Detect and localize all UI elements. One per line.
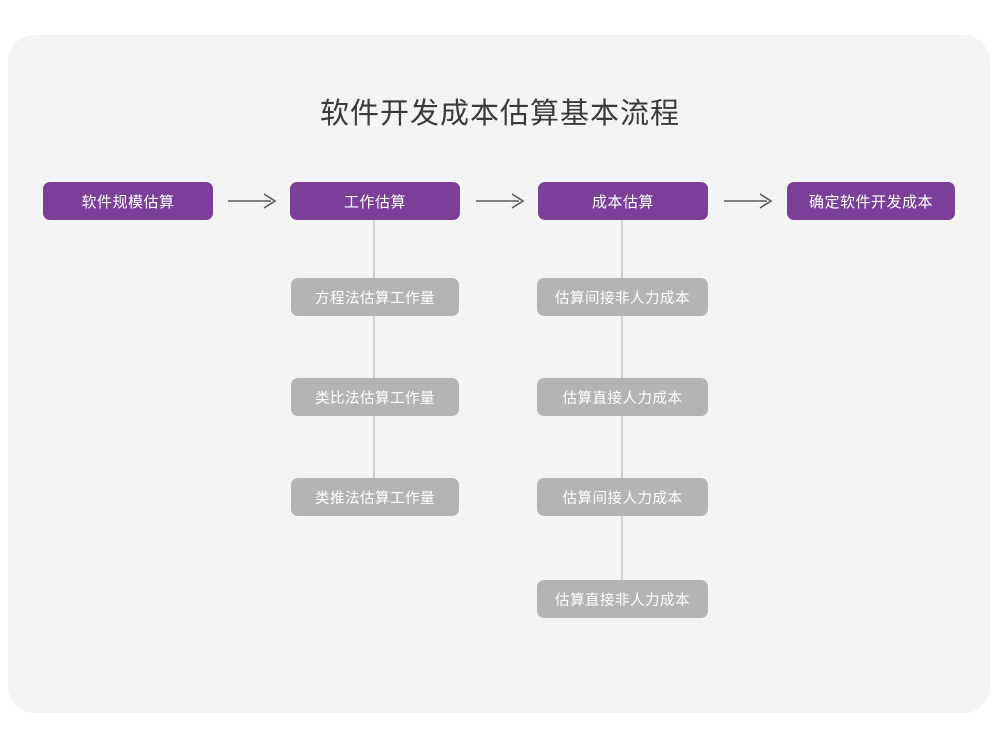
arrow-right-icon (226, 190, 280, 212)
arrow-right-icon (722, 190, 776, 212)
flow-substep-2-4[interactable]: 估算直接非人力成本 (537, 580, 708, 618)
diagram-card (8, 35, 990, 713)
flow-substep-2-3[interactable]: 估算间接人力成本 (537, 478, 708, 516)
arrow-right-icon (474, 190, 528, 212)
flow-substep-2-2[interactable]: 估算直接人力成本 (537, 378, 708, 416)
flow-substep-2-1[interactable]: 估算间接非人力成本 (537, 278, 708, 316)
branch-connector-1 (373, 220, 375, 497)
page-title: 软件开发成本估算基本流程 (319, 98, 680, 130)
flow-step-3[interactable]: 成本估算 (538, 182, 708, 220)
flow-substep-1-1[interactable]: 方程法估算工作量 (291, 278, 459, 316)
flow-step-1[interactable]: 软件规模估算 (43, 182, 213, 220)
flow-substep-1-2[interactable]: 类比法估算工作量 (291, 378, 459, 416)
flow-step-2[interactable]: 工作估算 (290, 182, 460, 220)
flow-step-4[interactable]: 确定软件开发成本 (787, 182, 955, 220)
flow-substep-1-3[interactable]: 类推法估算工作量 (291, 478, 459, 516)
